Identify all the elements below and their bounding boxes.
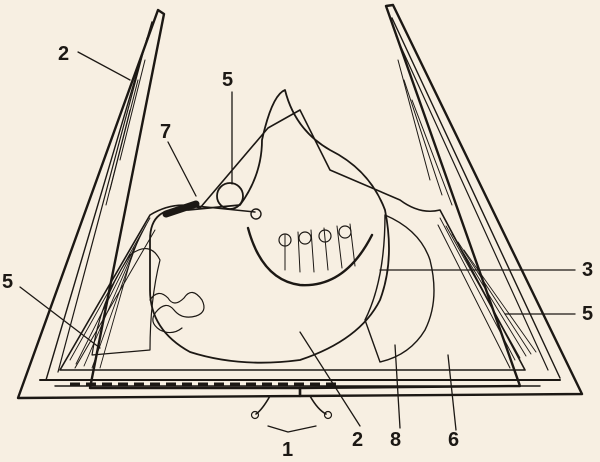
label-5-right: 5 bbox=[582, 303, 593, 325]
leader-lines bbox=[19, 51, 576, 433]
label-5-left: 5 bbox=[2, 271, 13, 293]
gonad-mass bbox=[91, 248, 161, 356]
label-6: 6 bbox=[448, 429, 459, 451]
byssus bbox=[250, 395, 333, 420]
intestine bbox=[149, 291, 205, 334]
left-shell-valve bbox=[16, 8, 302, 400]
visceral-mass bbox=[149, 89, 390, 364]
gill-sheet bbox=[246, 226, 374, 287]
label-2-top: 2 bbox=[58, 43, 69, 65]
foot bbox=[364, 214, 435, 363]
ligament bbox=[162, 200, 200, 218]
label-3: 3 bbox=[582, 259, 593, 281]
label-1: 1 bbox=[282, 439, 293, 461]
label-8: 8 bbox=[390, 429, 401, 451]
label-5-top: 5 bbox=[222, 69, 233, 91]
right-shell-valve bbox=[298, 3, 584, 398]
ventral-margin bbox=[39, 379, 561, 387]
gill-filaments bbox=[278, 223, 356, 273]
label-2-bottom: 2 bbox=[352, 429, 363, 451]
label-7: 7 bbox=[160, 121, 171, 143]
right-adductor-muscle bbox=[439, 217, 537, 361]
